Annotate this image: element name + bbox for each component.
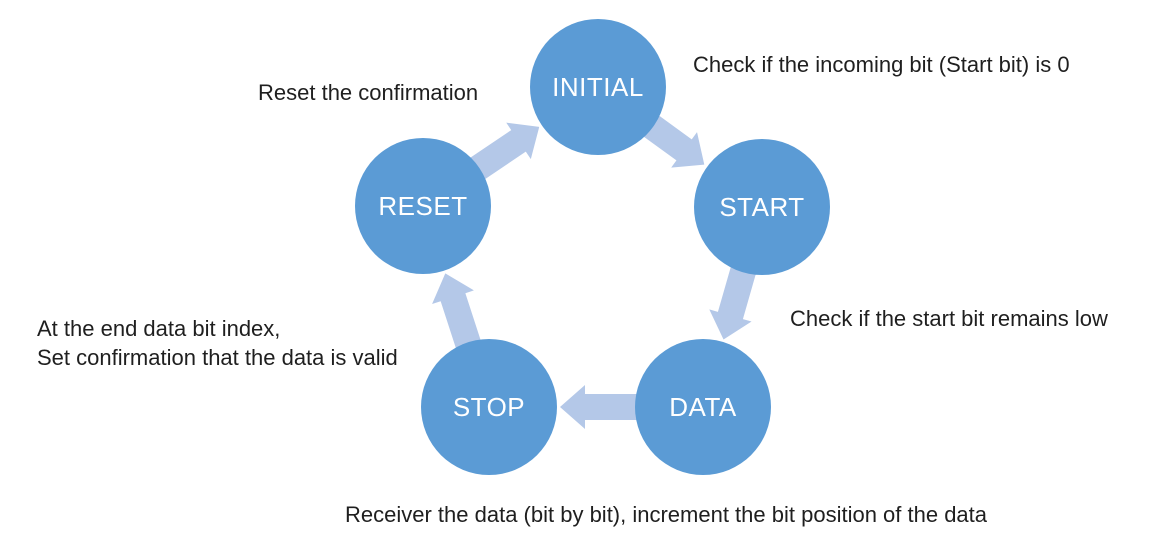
node-data-label: DATA (669, 391, 737, 422)
annotation-start-bit-low: Check if the start bit remains low (790, 306, 1108, 331)
node-reset: RESET (355, 138, 491, 274)
node-reset-label: RESET (378, 190, 468, 221)
annotation-reset-confirmation: Reset the confirmation (258, 80, 479, 105)
node-start-label: START (719, 191, 805, 222)
node-initial-label: INITIAL (552, 71, 644, 102)
node-start: START (694, 139, 830, 275)
arrow-data-to-stop-icon (560, 385, 641, 429)
annotation-receive-data: Receiver the data (bit by bit), incremen… (345, 502, 988, 527)
node-stop-label: STOP (452, 391, 526, 422)
node-initial: INITIAL (530, 19, 666, 155)
node-stop: STOP (421, 339, 557, 475)
annotation-data-valid: At the end data bit index, Set confirmat… (37, 316, 398, 370)
node-data: DATA (635, 339, 771, 475)
annotation-incoming-bit: Check if the incoming bit (Start bit) is… (693, 52, 1070, 77)
